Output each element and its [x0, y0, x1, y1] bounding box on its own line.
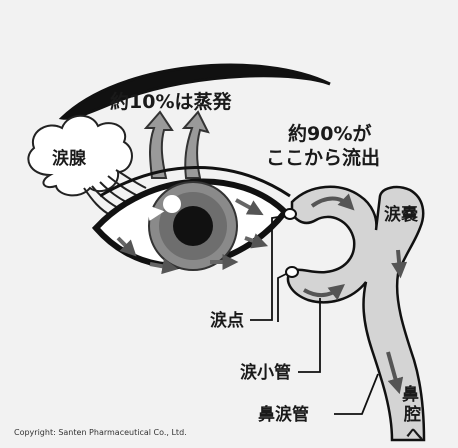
nasal-cavity-label-3: へ: [406, 425, 423, 445]
evaporation-label: 約10%は蒸発: [110, 90, 232, 113]
nasal-cavity-label-2: 腔: [403, 404, 421, 425]
lower-punctum: [286, 267, 298, 277]
outflow-label-line2: ここから流出: [266, 146, 380, 169]
nasolacrimal-duct-label: 鼻涙管: [258, 404, 309, 425]
nasal-cavity-label-1: 鼻: [402, 384, 419, 405]
copyright-notice: Copyright: Santen Pharmaceutical Co., Lt…: [14, 428, 187, 437]
canaliculus-label: 涙小管: [240, 362, 291, 383]
outflow-label-line1: 約90%が: [288, 122, 371, 145]
pupil: [173, 206, 213, 246]
lacrimal-gland-label: 涙腺: [52, 148, 87, 169]
eye-highlight: [163, 195, 181, 213]
punctum-label: 涙点: [210, 310, 244, 331]
upper-punctum: [284, 209, 296, 219]
lacrimal-sac-label: 涙嚢: [384, 204, 419, 225]
